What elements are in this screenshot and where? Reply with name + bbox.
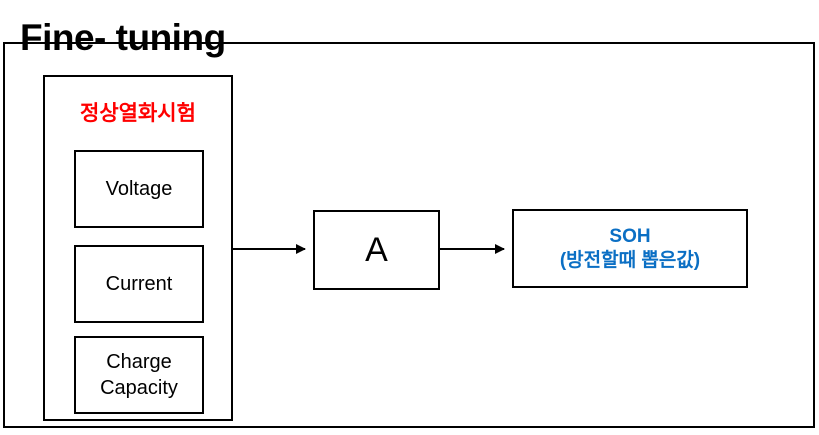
output-subtitle-soh: (방전할때 뽑은값) xyxy=(559,249,701,271)
page-title: Fine- tuning xyxy=(20,17,226,58)
feature-label-voltage: Voltage xyxy=(105,178,173,200)
feature-label-charge-capacity-line2: Capacity xyxy=(100,377,178,399)
arrow-input-to-model-icon xyxy=(233,244,306,254)
feature-label-charge-capacity: Charge Capacity xyxy=(100,349,178,401)
input-group-label: 정상열화시험 xyxy=(80,102,196,125)
feature-box-voltage: Voltage xyxy=(74,150,204,228)
feature-label-current: Current xyxy=(105,273,173,295)
slide-content-frame xyxy=(3,42,815,428)
feature-label-charge-capacity-line1: Charge xyxy=(106,351,172,373)
output-box-soh: SOH (방전할때 뽑은값) xyxy=(512,209,748,288)
model-label: A xyxy=(365,230,388,269)
output-title-soh: SOH xyxy=(609,225,651,247)
arrow-model-to-output-icon xyxy=(440,244,505,254)
model-box: A xyxy=(313,210,440,290)
feature-box-charge-capacity: Charge Capacity xyxy=(74,336,204,414)
feature-box-current: Current xyxy=(74,245,204,323)
